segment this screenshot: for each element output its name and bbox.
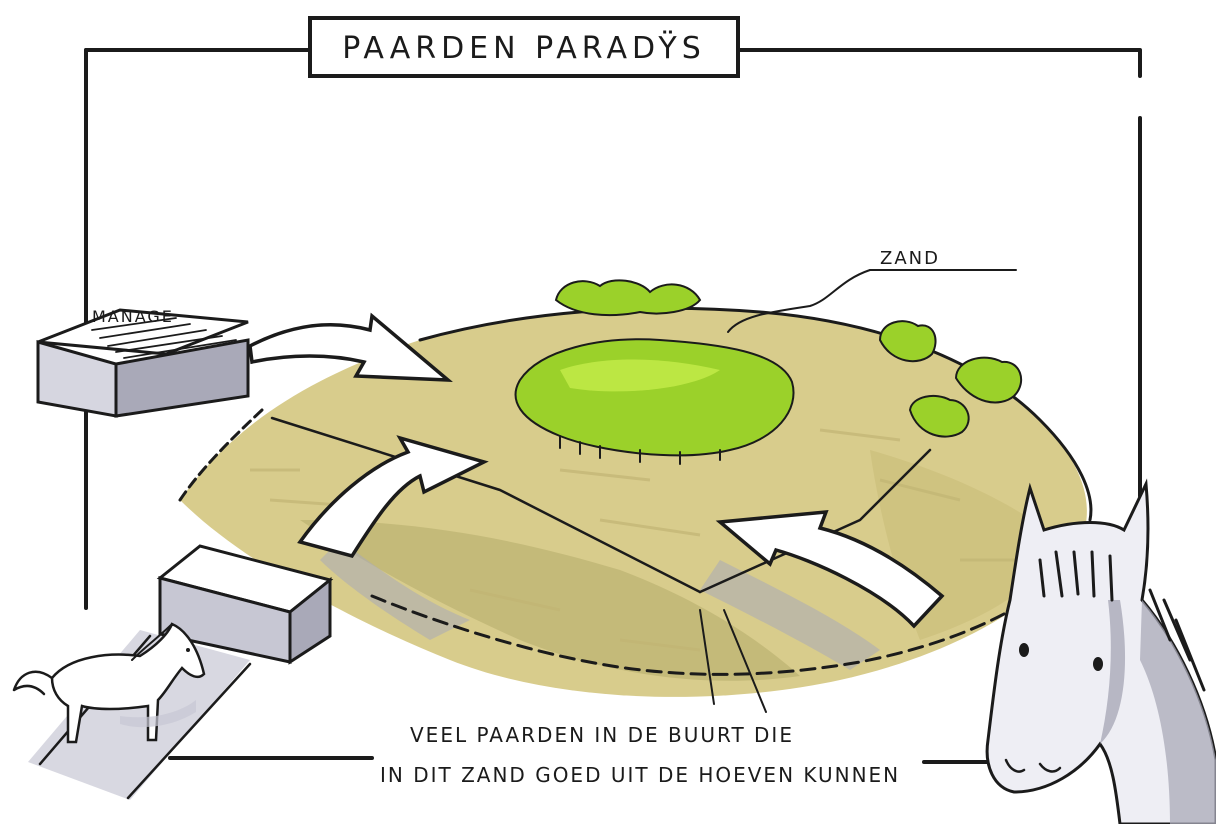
title-box: PAARDEN PARADŸS bbox=[310, 18, 738, 76]
horse-head-icon bbox=[987, 484, 1216, 824]
caption-line-2: IN DIT ZAND GOED UIT DE HOEVEN KUNNEN bbox=[380, 763, 900, 787]
caption: VEEL PAARDEN IN DE BUURT DIE IN DIT ZAND… bbox=[380, 723, 900, 787]
sand-label: ZAND bbox=[880, 248, 940, 269]
page-title: PAARDEN PARADŸS bbox=[342, 30, 706, 66]
caption-line-1: VEEL PAARDEN IN DE BUURT DIE bbox=[410, 723, 794, 747]
building-icon: MANAGE bbox=[38, 307, 248, 416]
building-label: MANAGE bbox=[92, 307, 174, 326]
tree-icon bbox=[556, 280, 700, 315]
